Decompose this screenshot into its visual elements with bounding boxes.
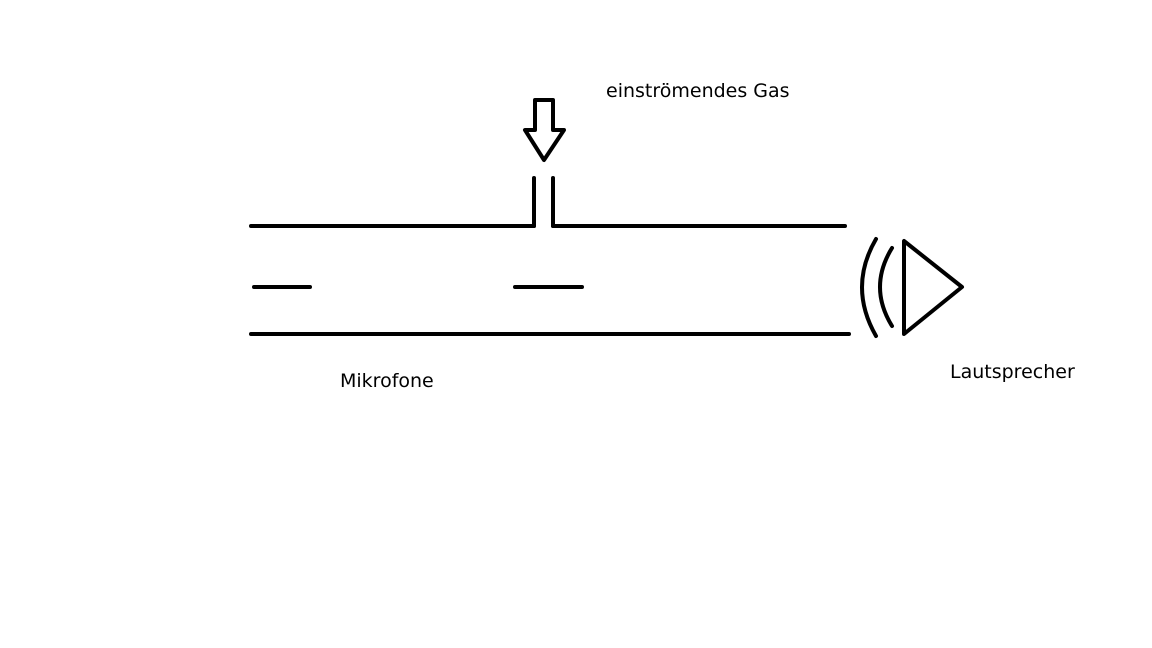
inflow-gas-label: einströmendes Gas <box>606 80 790 102</box>
sound-wave-icon <box>860 237 878 338</box>
speaker-icon <box>902 239 964 336</box>
loudspeaker-label: Lautsprecher <box>950 361 1075 383</box>
sound-wave-icon-inner <box>878 246 894 328</box>
down-arrow-icon <box>523 98 566 162</box>
microphones-label: Mikrofone <box>340 370 434 392</box>
